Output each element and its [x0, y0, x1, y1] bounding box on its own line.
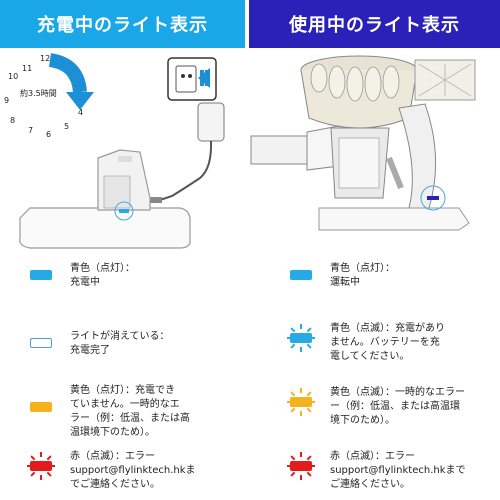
flash-ray-icon [306, 407, 312, 413]
legend-text: support@flylinktech.hkま [70, 465, 196, 476]
flashing-yellow-light-icon [260, 386, 330, 426]
legend-text: ライトが消えている： [70, 331, 170, 342]
charging-scene-graphic [19, 53, 225, 249]
clock-number: 9 [4, 96, 10, 105]
clock-number: 7 [28, 126, 34, 135]
legend-text: 運転中 [330, 277, 360, 288]
flash-ray-icon [40, 452, 42, 457]
flash-ray-icon [290, 343, 296, 349]
legend-usage-blue: 青色（点灯）： 運転中 [260, 262, 440, 302]
legend-text: 温環境下のため）。 [70, 427, 155, 438]
legend-charging-yellow: 黄色（点灯）：充電でき ていません。一時的なエ ラー（例：低温、または高 温環境… [0, 384, 190, 440]
flash-ray-icon [40, 475, 42, 480]
legend-usage-red-flash: 赤（点滅）：エラー support@flylinktech.hkまで ご連絡くだ… [260, 450, 466, 492]
flash-ray-icon [27, 465, 32, 467]
flash-ray-icon [306, 343, 312, 349]
clock-number: 10 [8, 72, 19, 81]
flash-ray-icon [310, 401, 315, 403]
clock-number: 11 [22, 64, 33, 73]
usage-banner: 使用中のライト表示 [249, 0, 500, 48]
flash-ray-icon [310, 337, 315, 339]
legend-text: ラー（例：低温、または高 [70, 413, 190, 424]
legend-charging-off: ライトが消えている： 充電完了 [0, 330, 180, 370]
legend-text: でご連絡ください。 [70, 479, 160, 490]
clock-number: 5 [64, 122, 70, 131]
flash-ray-icon [306, 471, 312, 477]
flash-ray-icon [287, 465, 292, 467]
charge-duration-label: 約3.5時間 [20, 89, 57, 98]
flash-ray-icon [310, 465, 315, 467]
flash-ray-icon [290, 391, 296, 397]
vacuum-icon [250, 55, 476, 231]
legend-usage-yellow-flash: 黄色（点滅）：一時的なエラー ー（例：低温、または高温環 境下のため）。 [260, 386, 465, 428]
flash-ray-icon [300, 388, 302, 393]
flashing-red-light-icon [260, 450, 330, 490]
solid-blue-light-icon [290, 270, 312, 280]
legend-text: 青色（点滅）：充電があり [330, 323, 445, 334]
flash-ray-icon [46, 455, 52, 461]
flash-ray-icon [290, 455, 296, 461]
clock-number: 12 [40, 54, 51, 63]
legend-text: 青色（点灯）： [330, 263, 395, 274]
charger-adapter-icon [197, 102, 225, 142]
flash-ray-icon [50, 465, 55, 467]
legend-text: 境下のため）。 [330, 415, 395, 426]
solid-yellow-light-icon [30, 402, 52, 412]
flash-ray-icon [30, 471, 36, 477]
flash-ray-icon [300, 475, 302, 480]
clock-arrow-icon [48, 53, 87, 93]
flash-ray-icon [290, 471, 296, 477]
legend-text: 黄色（点灯）：充電でき [70, 385, 175, 396]
legend-text: ません。バッテリーを充 [330, 337, 440, 348]
flash-ray-icon [306, 327, 312, 333]
legend-text: 青色（点灯）： [70, 263, 135, 274]
light-off-icon [30, 338, 52, 348]
flash-ray-icon [290, 327, 296, 333]
charging-illustration: 12 11 10 9 8 7 6 5 4 約3.5時間 [0, 48, 245, 253]
charger-cable-icon [159, 140, 213, 201]
clock-number: 6 [46, 130, 52, 139]
flashing-blue-light-icon [260, 322, 330, 362]
charging-banner: 充電中のライト表示 [0, 0, 245, 48]
flash-ray-icon [290, 407, 296, 413]
legend-charging-blue: 青色（点灯）： 充電中 [0, 262, 180, 302]
legend-text: ー（例：低温、または高温環 [330, 401, 460, 412]
usage-illustration [249, 48, 500, 253]
legend-text: 赤（点滅）：エラー [70, 451, 155, 462]
flash-ray-icon [300, 324, 302, 329]
legend-text: ていません。一時的なエ [70, 399, 180, 410]
clock-number: 8 [10, 116, 16, 125]
legend-text: ご連絡ください。 [330, 479, 410, 490]
legend-text: 充電中 [70, 277, 100, 288]
legend-text: 赤（点滅）：エラー [330, 451, 415, 462]
solid-blue-light-icon [30, 270, 52, 280]
flash-ray-icon [46, 471, 52, 477]
flash-ray-icon [306, 391, 312, 397]
battery-icon [19, 149, 191, 249]
legend-text: 黄色（点滅）：一時的なエラー [330, 387, 465, 398]
clock-arrow-head-icon [66, 92, 94, 110]
legend-text: support@flylinktech.hkまで [330, 465, 466, 476]
legend-text: 充電完了 [70, 345, 110, 356]
clock-number: 4 [78, 108, 84, 117]
legend-text: 電してください。 [330, 351, 410, 362]
flash-ray-icon [300, 452, 302, 457]
legend-usage-blue-flash: 青色（点滅）：充電があり ません。バッテリーを充 電してください。 [260, 322, 445, 364]
flash-ray-icon [287, 337, 292, 339]
flashing-red-light-icon [0, 450, 70, 490]
flash-ray-icon [300, 411, 302, 416]
flash-ray-icon [287, 401, 292, 403]
legend-charging-red: 赤（点滅）：エラー support@flylinktech.hkま でご連絡くだ… [0, 450, 196, 492]
flash-ray-icon [300, 347, 302, 352]
flash-ray-icon [30, 455, 36, 461]
flash-ray-icon [306, 455, 312, 461]
